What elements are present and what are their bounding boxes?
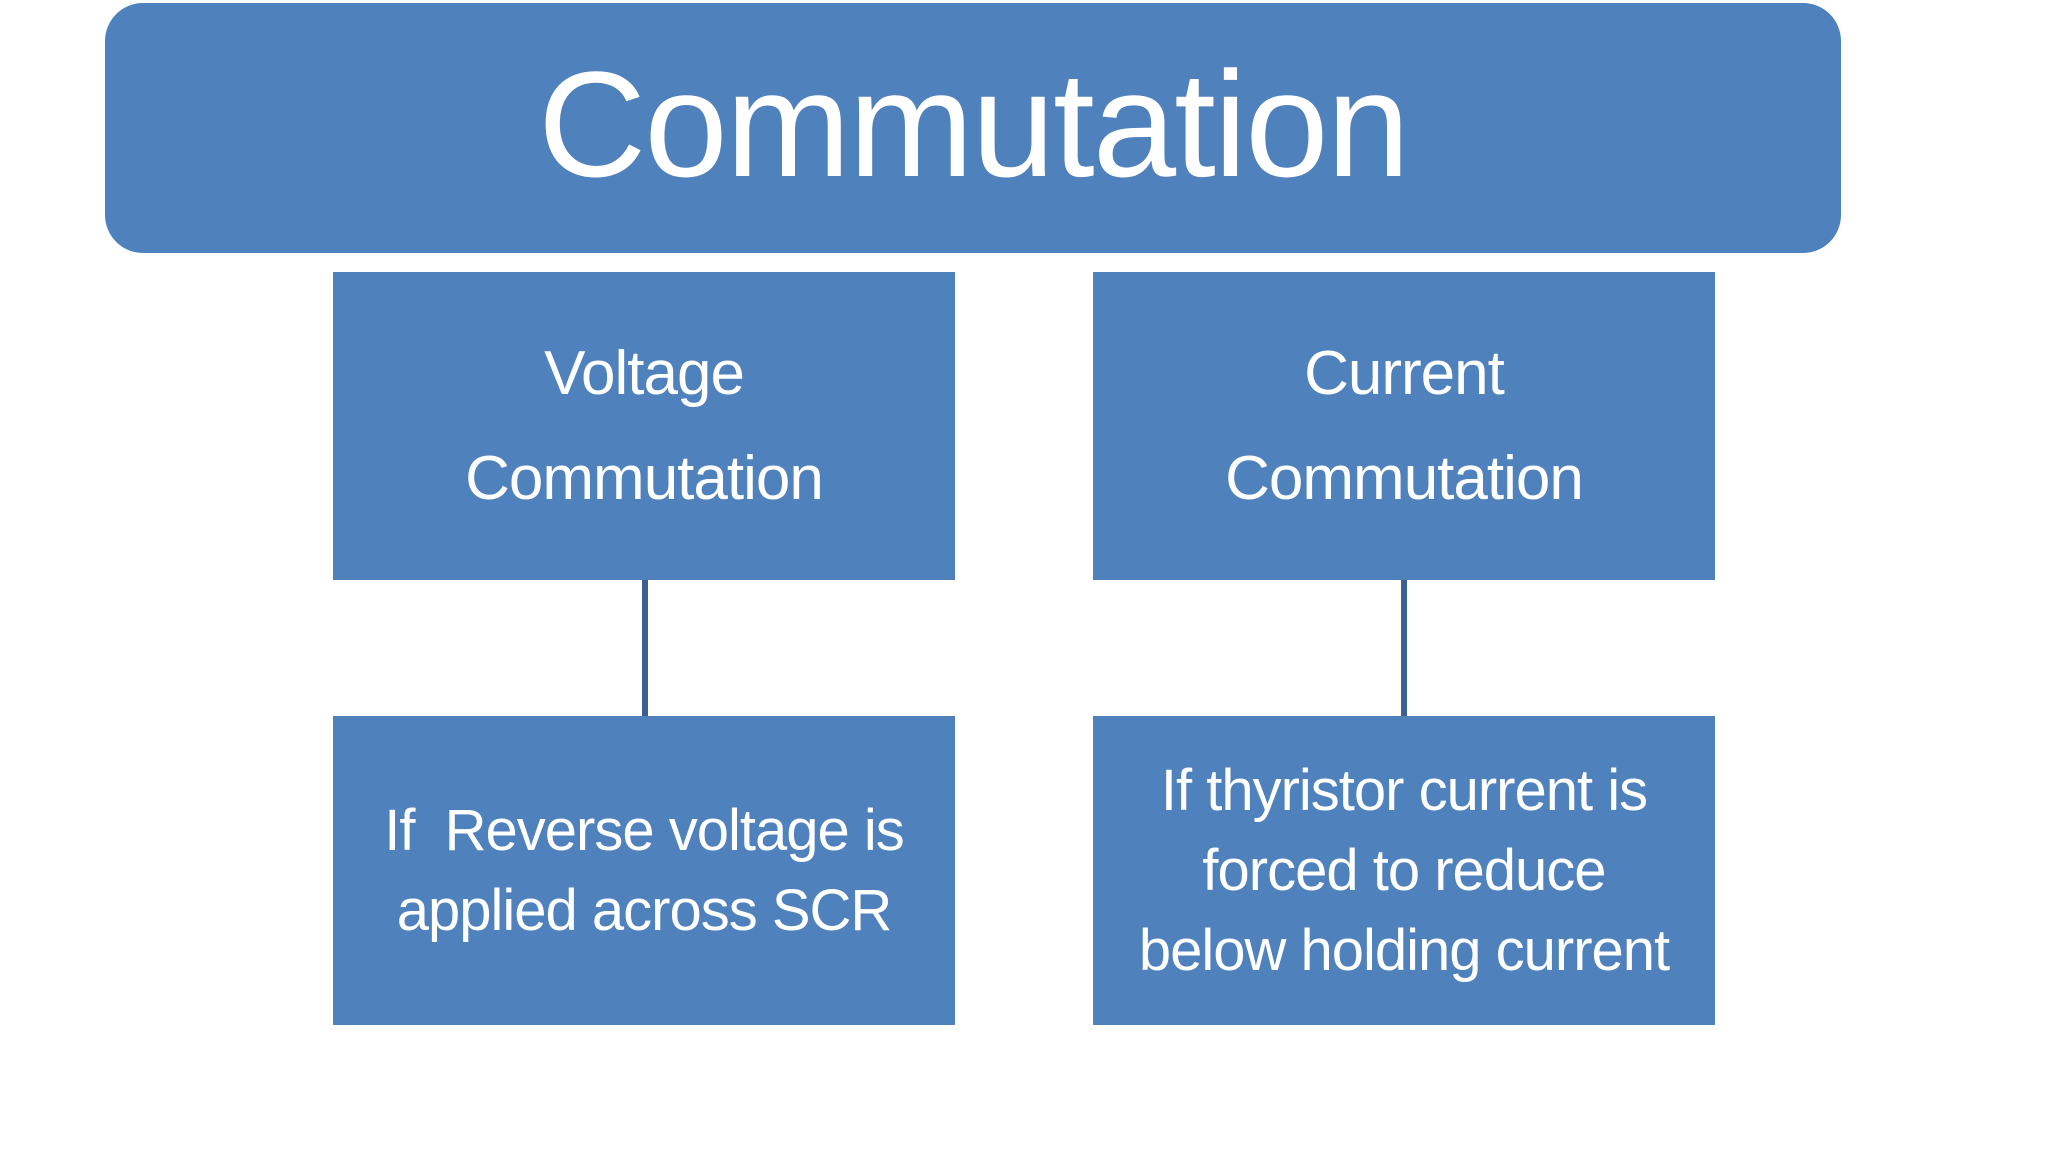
current-detail-line3: below holding current [1138, 917, 1670, 983]
voltage-detail-line2: applied across SCR [396, 877, 893, 943]
current-box-line2: Commutation [1225, 444, 1584, 513]
voltage-commutation-box: Voltage Commutation [333, 272, 955, 580]
current-connector-line [1401, 580, 1407, 716]
voltage-box-line2: Commutation [465, 444, 824, 513]
diagram-title: Commutation [537, 40, 1410, 208]
voltage-connector-line [642, 580, 648, 716]
current-detail-box: If thyristor current is forced to reduce… [1093, 716, 1715, 1025]
current-box-line1: Current [1304, 339, 1505, 408]
current-detail-line2: forced to reduce [1202, 837, 1606, 903]
current-detail-line1: If thyristor current is [1160, 757, 1648, 823]
voltage-detail-line1: If Reverse voltage is [384, 797, 905, 863]
current-commutation-box: Current Commutation [1093, 272, 1715, 580]
voltage-box-line1: Voltage [544, 339, 745, 408]
title-box: Commutation [105, 3, 1841, 253]
voltage-detail-box: If Reverse voltage is applied across SCR [333, 716, 955, 1025]
